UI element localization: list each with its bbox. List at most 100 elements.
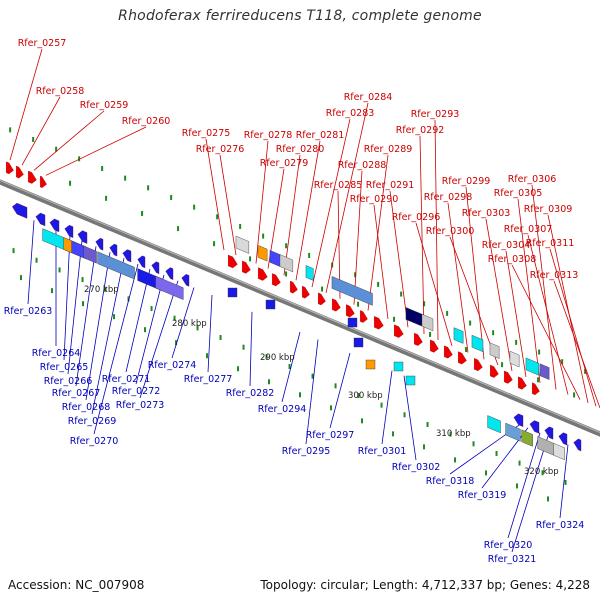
map-title: Rhodoferax ferrireducens T118, complete … (118, 8, 482, 24)
forward-gene-label: Rfer_0304 (482, 240, 531, 251)
gene-block (97, 251, 135, 280)
forward-leader-line (465, 186, 485, 360)
reverse-leader-line (63, 235, 71, 361)
gene-block (489, 342, 500, 359)
forward-gene-arrow (430, 339, 439, 353)
reverse-gene-arrow (558, 432, 568, 446)
reverse-leader-line (27, 220, 35, 305)
forward-gene-arrow (318, 292, 326, 306)
gene-block (521, 429, 533, 447)
forward-leader-line (295, 140, 321, 281)
forward-leader-line (553, 280, 600, 409)
reverse-leader-line (481, 427, 529, 489)
reverse-leader-line (171, 287, 195, 359)
forward-gene-label: Rfer_0280 (276, 144, 325, 155)
reverse-leader-line (329, 352, 351, 429)
forward-gene-label: Rfer_0289 (364, 144, 413, 155)
forward-gene-arrow (6, 161, 14, 175)
forward-gene-arrow (414, 332, 423, 346)
reverse-gene-arrow (35, 212, 46, 227)
forward-gene-arrow (28, 170, 37, 184)
reverse-gene-label: Rfer_0301 (358, 446, 407, 457)
reverse-leader-line (91, 257, 125, 415)
reverse-leader-line (207, 295, 213, 373)
gene-block (537, 436, 555, 456)
forward-leader-line (367, 154, 389, 311)
forward-gene-arrow (532, 382, 540, 396)
reverse-leader-line (67, 240, 83, 375)
reverse-gene-label: Rfer_0272 (112, 386, 161, 397)
forward-gene-label: Rfer_0306 (508, 174, 557, 185)
forward-gene-label: Rfer_0275 (182, 128, 231, 139)
forward-leader-line (21, 96, 61, 166)
forward-gene-label: Rfer_0288 (338, 160, 387, 171)
forward-leader-line (373, 204, 389, 320)
reverse-leader-line (403, 375, 417, 461)
reverse-gene-label: Rfer_0263 (4, 306, 53, 317)
forward-leader-line (311, 118, 351, 288)
forward-leader-line (531, 184, 557, 390)
reverse-gene-label: Rfer_0318 (426, 476, 475, 487)
reverse-gene-arrow (77, 230, 88, 244)
isolated-gene (365, 359, 376, 370)
isolated-gene (227, 287, 238, 298)
forward-leader-line (389, 190, 409, 328)
reverse-gene-label: Rfer_0266 (44, 376, 93, 387)
forward-gene-label: Rfer_0276 (196, 144, 245, 155)
reverse-gene-arrow (137, 255, 146, 269)
gene-block (539, 363, 550, 380)
forward-gene-arrow (394, 324, 404, 338)
reverse-leader-line (75, 246, 97, 387)
forward-gene-arrow (40, 175, 47, 188)
forward-gene-label: Rfer_0290 (350, 194, 399, 205)
forward-gene-arrow (242, 260, 251, 274)
gene-block (269, 250, 282, 268)
forward-gene-label: Rfer_0260 (122, 116, 171, 127)
forward-gene-label: Rfer_0257 (18, 38, 67, 49)
reverse-leader-line (135, 274, 165, 385)
forward-gene-arrow (360, 310, 368, 323)
reverse-leader-line (559, 444, 569, 519)
reverse-leader-line (93, 263, 139, 435)
gene-block (305, 265, 314, 281)
reverse-leader-line (85, 252, 111, 401)
reverse-gene-label: Rfer_0270 (70, 436, 119, 447)
forward-gene-arrow (444, 345, 453, 359)
forward-leader-line (33, 110, 105, 171)
reverse-gene-label: Rfer_0324 (536, 520, 585, 531)
forward-gene-label: Rfer_0298 (424, 192, 473, 203)
genome-backbone (0, 179, 600, 437)
accession-text: Accession: NC_007908 (8, 578, 145, 592)
forward-leader-line (415, 222, 453, 346)
reverse-gene-arrow (573, 438, 582, 452)
gene-block (509, 350, 520, 368)
reverse-gene-label: Rfer_0273 (116, 400, 165, 411)
reverse-gene-label: Rfer_0264 (32, 348, 81, 359)
forward-gene-arrow (302, 285, 310, 299)
reverse-gene-label: Rfer_0321 (488, 554, 537, 565)
forward-leader-line (219, 154, 237, 256)
gene-block (331, 276, 373, 306)
reverse-gene-arrow (151, 261, 160, 275)
forward-gene-arrow (332, 298, 341, 312)
forward-leader-line (517, 198, 541, 383)
reverse-gene-label: Rfer_0302 (392, 462, 441, 473)
forward-gene-label: Rfer_0308 (488, 254, 537, 265)
reverse-gene-arrow (64, 224, 74, 238)
isolated-gene (353, 337, 364, 348)
label-leader-lines (9, 48, 600, 553)
forward-gene-label: Rfer_0285 (314, 180, 363, 191)
isolated-gene (347, 317, 358, 328)
forward-gene-arrow (290, 280, 298, 294)
topology-summary: Topology: circular; Length: 4,712,337 bp… (260, 578, 590, 592)
kbp-label: 270 kbp (84, 285, 119, 295)
forward-leader-line (547, 214, 589, 404)
gene-block (235, 235, 250, 254)
reverse-gene-arrow (513, 413, 524, 427)
reverse-leader-line (511, 436, 549, 553)
genes-layer (6, 161, 582, 461)
reverse-gene-label: Rfer_0268 (62, 402, 111, 413)
forward-gene-label: Rfer_0278 (244, 130, 293, 141)
forward-leader-line (353, 170, 363, 305)
gene-block (453, 327, 464, 344)
